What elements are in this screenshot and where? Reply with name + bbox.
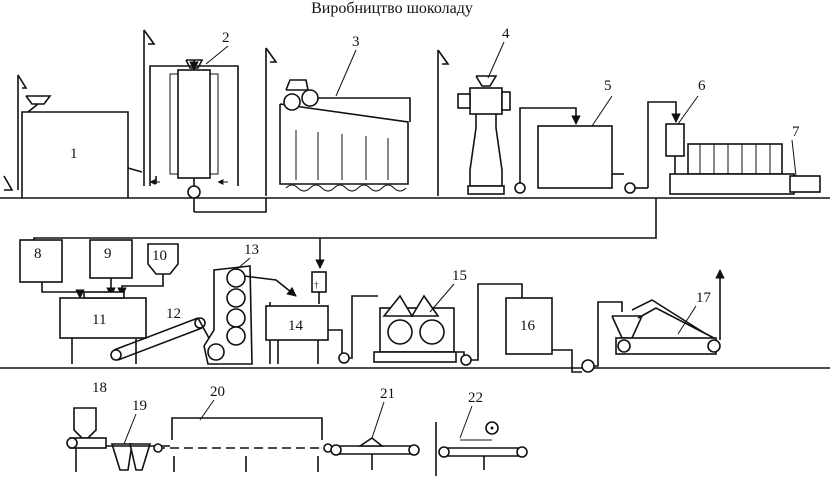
unit-8-dosing-box: 8 [19,239,85,299]
unit-5-mass-tank: 5 [537,78,648,194]
unit-18-depositor: 18 [66,380,107,472]
label-11: 11 [92,312,106,328]
unit-3-winnowing-machine: 3 [265,34,411,196]
unit-9-dosing-box: 9 [89,239,133,297]
unit-2-column-dryer: 2 [143,29,267,213]
label-10: 10 [152,248,167,264]
pump-4 [514,182,526,194]
unit-20-cooling-tunnel: 20 [153,384,333,472]
label-1: 1 [70,146,78,162]
label-18: 18 [92,380,107,396]
label-14: 14 [288,318,304,334]
label-3: 3 [352,34,360,50]
unit-22-wrapping-machine: 22 [435,390,528,476]
label-21: 21 [380,386,395,402]
label-19: 19 [132,398,147,414]
unit-17-tempering-machine: 17 [611,269,725,355]
unit-19-vibrator: 19 [106,398,170,471]
label-20: 20 [210,384,225,400]
label-8: 8 [34,246,42,262]
label-13: 13 [244,242,259,258]
label-22: 22 [468,390,483,406]
unit-12-conveyor: 12 [110,306,211,361]
unit-10-sugar-hopper: 10 [117,243,179,297]
unit-7-drive: 7 [789,124,821,193]
pipe-4-to-5 [519,107,581,186]
svg-text:†: † [314,280,319,290]
unit-13-roll-refiner: 13 [203,242,297,365]
label-6: 6 [698,78,706,94]
label-17: 17 [696,290,712,306]
label-4: 4 [502,26,510,42]
label-7: 7 [792,124,800,140]
unit-4-cocoa-mill: 4 [437,26,511,196]
label-15: 15 [452,268,467,284]
unit-14-conche: † 14 [265,271,378,364]
unit-6-mixer: 6 [647,78,795,195]
label-9: 9 [104,246,112,262]
label-2: 2 [222,30,230,46]
unit-1-storage-silo: 1 [3,74,143,198]
label-5: 5 [604,78,612,94]
label-12: 12 [166,306,181,322]
unit-21-transfer-conveyor: 21 [330,386,420,470]
unit-15-longitudinal-conche: 15 [373,268,523,366]
diagram-title: Виробництво шоколаду [311,0,473,17]
unit-16-storage-tank: 16 [505,297,623,373]
label-16: 16 [520,318,536,334]
unit-11-mixer: 11 [59,291,147,364]
